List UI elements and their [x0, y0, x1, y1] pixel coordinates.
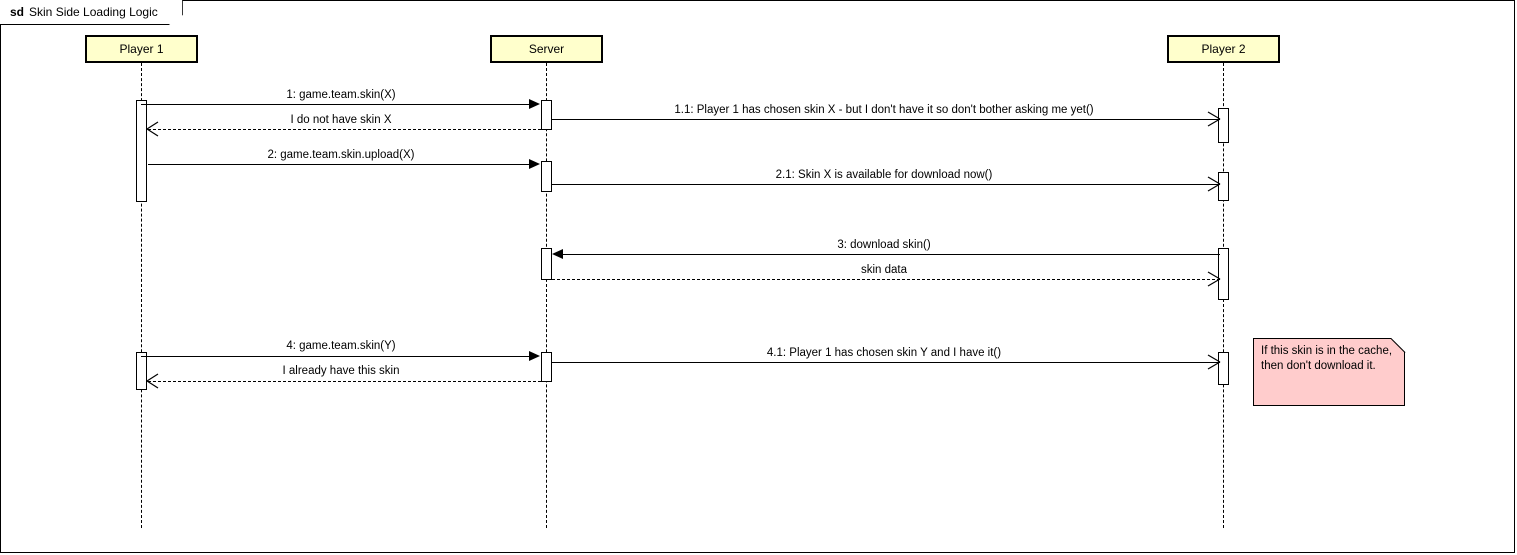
activation-player2-2: [1218, 172, 1229, 201]
arrowhead-open-right-3-return: [1207, 271, 1221, 287]
message-label-2: 2: game.team.skin.upload(X): [267, 149, 415, 161]
message-label-3: 3: download skin(): [837, 239, 931, 251]
frame-title-tab: sd Skin Side Loading Logic: [0, 0, 183, 25]
lifeline-head-player2[interactable]: Player 2: [1167, 35, 1280, 63]
message-line-2: [148, 164, 536, 165]
note-box: If this skin is in the cache, then don't…: [1253, 338, 1405, 406]
arrowhead-open-left-4-return: [146, 373, 159, 389]
message-line-4: [141, 356, 536, 357]
message-line-1: [141, 104, 536, 105]
lifeline-label-player1: Player 1: [119, 42, 164, 56]
message-label-1: 1: game.team.skin(X): [286, 89, 396, 101]
arrowhead-open-left-1-return: [146, 121, 159, 137]
note-text: If this skin is in the cache, then don't…: [1261, 345, 1393, 372]
arrowhead-filled-right-1: [529, 99, 540, 109]
activation-player2-3: [1218, 248, 1229, 300]
lifeline-label-player2: Player 2: [1201, 42, 1246, 56]
message-label-4: 4: game.team.skin(Y): [286, 340, 396, 352]
arrowhead-filled-right-4: [529, 351, 540, 361]
message-label-1-1: 1.1: Player 1 has chosen skin X - but I …: [674, 104, 1094, 116]
lifeline-label-server: Server: [528, 42, 565, 56]
arrowhead-filled-left-3: [552, 249, 563, 259]
message-line-3-return: [552, 279, 1220, 280]
lifeline-head-server[interactable]: Server: [490, 35, 603, 63]
message-label-4-return: I already have this skin: [282, 365, 400, 377]
message-line-3: [558, 254, 1220, 255]
arrowhead-open-right-1-1: [1207, 111, 1221, 127]
message-line-4-return: [148, 381, 541, 382]
activation-player2-1: [1218, 108, 1229, 143]
message-label-4-1: 4.1: Player 1 has chosen skin Y and I ha…: [766, 347, 1002, 359]
frame-kind-label: sd: [10, 5, 25, 19]
activation-server-2: [541, 161, 552, 192]
message-line-1-return: [148, 129, 541, 130]
message-label-2-1: 2.1: Skin X is available for download no…: [775, 169, 993, 181]
activation-player1-2: [136, 352, 147, 390]
message-line-1-1: [552, 119, 1220, 120]
lifeline-head-player1[interactable]: Player 1: [85, 35, 198, 63]
lifeline-stem-player1: [141, 63, 142, 528]
arrowhead-open-right-4-1: [1207, 354, 1221, 370]
activation-server-1: [541, 100, 552, 130]
lifeline-stem-server: [546, 63, 547, 528]
message-label-3-return: skin data: [860, 264, 908, 276]
activation-player2-4: [1218, 352, 1229, 385]
activation-server-4: [541, 352, 552, 382]
message-line-4-1: [552, 362, 1220, 363]
message-line-2-1: [552, 184, 1220, 185]
activation-player1-1: [136, 100, 147, 202]
message-label-1-return: I do not have skin X: [290, 114, 392, 126]
activation-server-3: [541, 248, 552, 280]
arrowhead-filled-right-2: [529, 159, 540, 169]
arrowhead-open-right-2-1: [1207, 176, 1221, 192]
frame-title-label: Skin Side Loading Logic: [29, 5, 158, 19]
